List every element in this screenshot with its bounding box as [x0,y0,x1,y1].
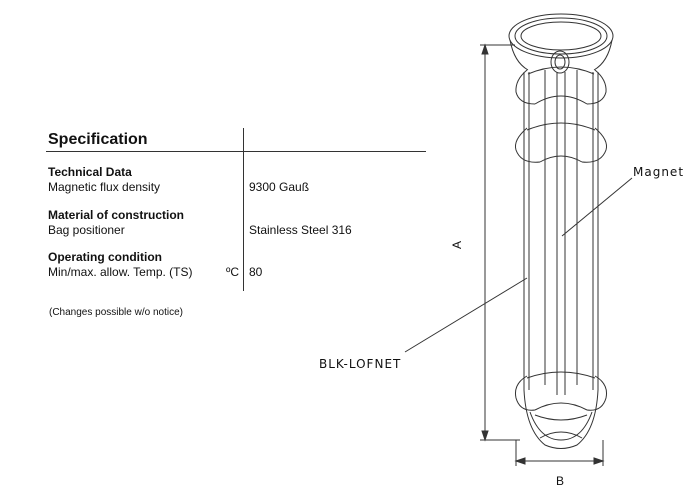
dimension-a-line [480,43,520,442]
section-heading-operating: Operating condition [48,250,162,264]
value-bag-positioner: Stainless Steel 316 [249,223,352,237]
spec-title: Specification [48,131,148,148]
spec-header-rule [46,151,426,152]
unit-temperature: ºC [226,265,240,279]
upper-lobes [515,66,607,163]
value-temperature: 80 [249,265,263,279]
label-bag-positioner: Bag positioner [48,223,125,237]
dimension-b-line [514,440,605,466]
spec-column-divider [243,128,244,291]
vertical-rods [523,70,599,395]
value-magnetic-flux: 9300 Gauß [249,180,310,194]
label-temperature: Min/max. allow. Temp. (TS) [48,265,193,279]
blk-lofnet-leader [404,277,528,353]
magnet-leader [561,177,633,237]
dimension-a-label: A [450,240,465,250]
blk-lofnet-label: BLK-LOFNET [319,357,402,371]
top-ring [508,13,614,74]
dimension-b-label: B [556,474,565,488]
changes-note: (Changes possible w/o notice) [49,307,183,318]
bottom-basket [515,371,607,449]
magnet-label: Magnet [633,165,685,179]
section-heading-technical: Technical Data [48,165,132,179]
section-heading-material: Material of construction [48,208,185,222]
label-magnetic-flux: Magnetic flux density [48,180,161,194]
